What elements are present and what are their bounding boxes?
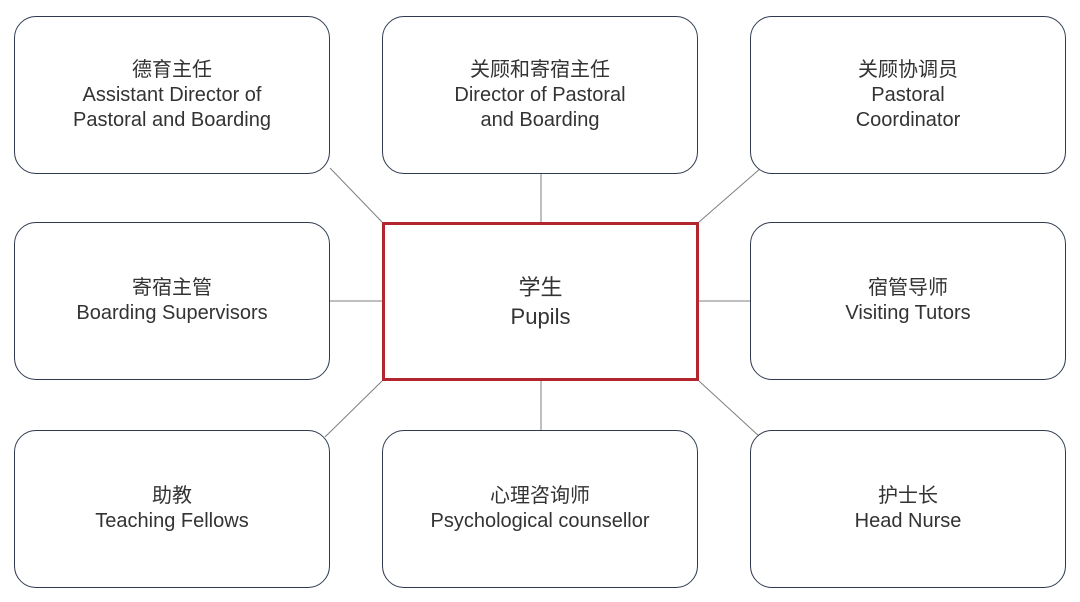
node-title-en: Visiting Tutors	[845, 302, 971, 324]
node-title-en: Teaching Fellows	[95, 510, 249, 532]
node-title-zh: 寄宿主管	[132, 277, 212, 299]
node-title-en: Assistant Director of Pastoral and Board…	[73, 83, 271, 131]
center-node-pupils: 学生 Pupils	[382, 222, 699, 381]
node-assistant-director: 德育主任 Assistant Director of Pastoral and …	[14, 16, 330, 174]
node-title-en: Boarding Supervisors	[76, 302, 268, 324]
node-title-en: Director of Pastoral and Boarding	[454, 83, 626, 131]
node-title-zh: 德育主任	[132, 58, 212, 81]
node-title-en: Psychological counsellor	[430, 510, 650, 532]
node-head-nurse: 护士长 Head Nurse	[750, 430, 1066, 588]
node-title-zh: 宿管导师	[868, 277, 948, 299]
connector-head-nurse	[698, 380, 761, 438]
node-boarding-supervisors: 寄宿主管 Boarding Supervisors	[14, 222, 330, 380]
node-director: 关顾和寄宿主任 Director of Pastoral and Boardin…	[382, 16, 698, 174]
node-visiting-tutors: 宿管导师 Visiting Tutors	[750, 222, 1066, 380]
node-title-zh: 关顾协调员	[858, 58, 958, 81]
node-title-zh: 心理咨询师	[490, 485, 590, 507]
node-title-en: Pastoral Coordinator	[855, 83, 961, 131]
node-title-zh: 关顾和寄宿主任	[470, 58, 610, 81]
node-title-zh: 护士长	[878, 485, 938, 507]
node-pastoral-coordinator: 关顾协调员 Pastoral Coordinator	[750, 16, 1066, 174]
node-title-zh: 助教	[152, 485, 192, 507]
center-title-en: Pupils	[510, 303, 571, 329]
connector-teaching-fellows	[324, 380, 383, 438]
node-psychological-counsellor: 心理咨询师 Psychological counsellor	[382, 430, 698, 588]
node-teaching-fellows: 助教 Teaching Fellows	[14, 430, 330, 588]
connector-assistant-director	[329, 167, 383, 223]
center-title-zh: 学生	[518, 274, 563, 300]
connector-pastoral-coordinator	[698, 167, 762, 223]
node-title-en: Head Nurse	[854, 510, 962, 532]
